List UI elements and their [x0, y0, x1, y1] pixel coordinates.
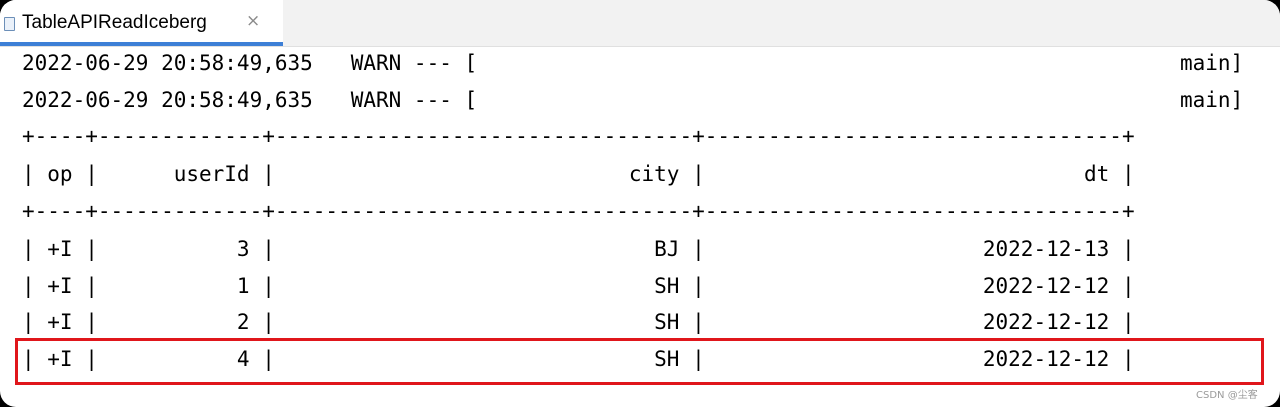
table-header: | op | userId | city | dt | — [22, 162, 1135, 186]
log-line-thread: main] — [1180, 51, 1244, 75]
editor-tab-bar: TableAPIReadIceberg × — [0, 0, 1280, 47]
active-tab-indicator — [0, 42, 283, 46]
close-icon[interactable]: × — [246, 11, 261, 31]
log-line-thread: main] — [1180, 88, 1244, 112]
table-separator: +----+-------------+--------------------… — [22, 199, 1135, 223]
table-row: | +I | 1 | SH | 2022-12-12 | — [22, 274, 1135, 298]
watermark: CSDN @尘客 — [1196, 390, 1258, 401]
table-row: | +I | 2 | SH | 2022-12-12 | — [22, 310, 1135, 334]
table-row: | +I | 3 | BJ | 2022-12-13 | — [22, 237, 1135, 261]
tab-label: TableAPIReadIceberg — [22, 12, 207, 33]
log-line: 2022-06-29 20:58:49,635 WARN --- [ — [22, 51, 478, 75]
tab-tableapireadiceberg[interactable]: TableAPIReadIceberg × — [0, 0, 283, 46]
table-separator: +----+-------------+--------------------… — [22, 124, 1135, 148]
table-row-highlighted: | +I | 4 | SH | 2022-12-12 | — [22, 347, 1135, 371]
console-output: 2022-06-29 20:58:49,635 WARN --- [ main]… — [0, 47, 1280, 407]
file-icon — [4, 17, 15, 31]
log-line: 2022-06-29 20:58:49,635 WARN --- [ — [22, 88, 478, 112]
